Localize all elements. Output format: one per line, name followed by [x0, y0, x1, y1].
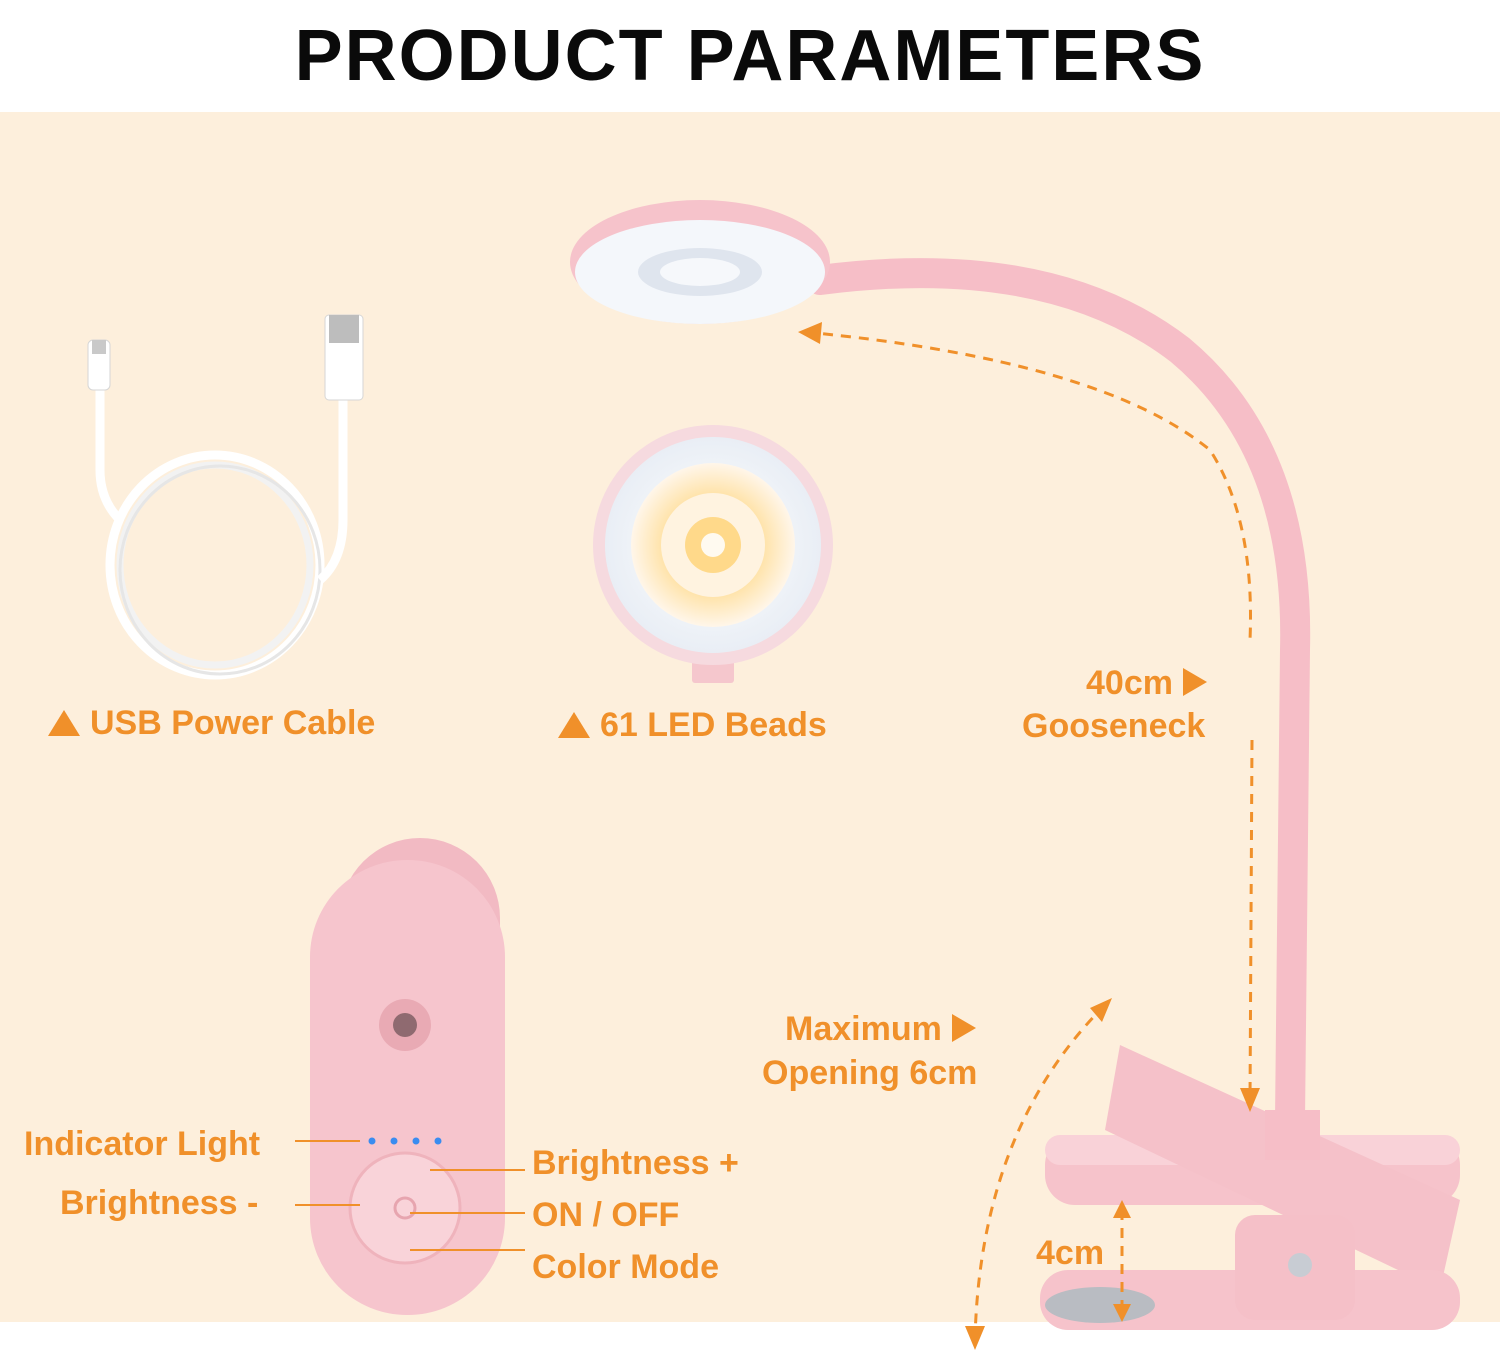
leader-lines	[295, 1140, 525, 1251]
led-panel-icon	[593, 425, 833, 683]
triangle-right-icon	[1182, 668, 1207, 696]
usb-cable-caption: USB Power Cable	[48, 702, 375, 745]
gooseneck-label: Gooseneck	[1022, 707, 1206, 745]
control-base-icon	[310, 838, 505, 1315]
triangle-up-icon	[558, 712, 590, 738]
led-beads-caption: 61 LED Beads	[558, 704, 827, 747]
brightness-down-label: Brightness -	[60, 1184, 259, 1222]
lamp-icon	[570, 200, 1460, 1330]
gooseneck-length: 40cm	[1086, 662, 1207, 705]
arrow-heads	[798, 322, 1260, 1350]
clip-opening-line1: Maximum	[785, 1008, 976, 1051]
indicator-light-label: Indicator Light	[24, 1125, 261, 1163]
triangle-right-icon	[951, 1014, 976, 1042]
power-label: ON / OFF	[532, 1196, 680, 1234]
page-title: PRODUCT PARAMETERS	[294, 16, 1206, 96]
color-mode-label: Color Mode	[532, 1248, 719, 1286]
clip-thickness: 4cm	[1036, 1234, 1105, 1272]
clip-opening-line2: Opening 6cm	[762, 1054, 978, 1092]
usb-cable-icon	[87, 314, 364, 680]
dimension-arrows	[804, 330, 1254, 1341]
brightness-up-label: Brightness +	[532, 1144, 739, 1182]
triangle-up-icon	[48, 710, 80, 736]
